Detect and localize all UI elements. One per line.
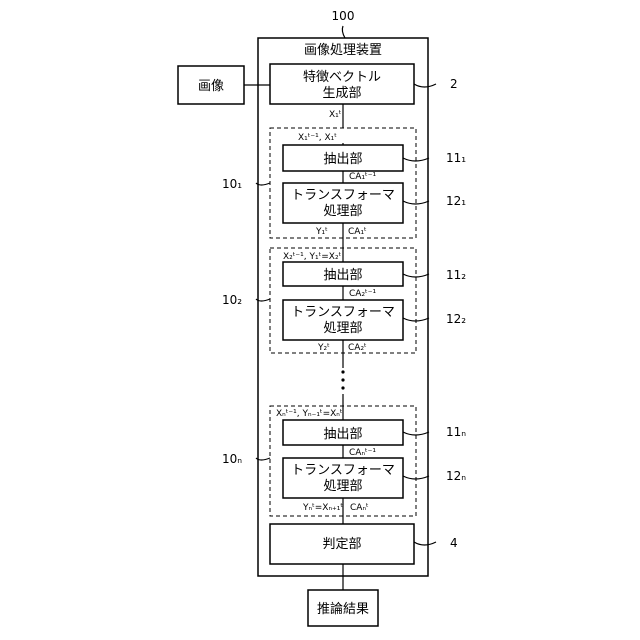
- blockn-ref-extract: 11ₙ: [446, 425, 466, 439]
- ref-apparatus-leader: [342, 26, 345, 38]
- block1-out-ca: CA₁ᵗ: [348, 227, 367, 237]
- blockn-ref-tf: 12ₙ: [446, 469, 466, 483]
- blockn-out-ca: CAₙᵗ: [350, 503, 369, 513]
- ellipsis-dot: [341, 378, 344, 381]
- block2-extract-label: 抽出部: [323, 268, 362, 283]
- block1-ref: 10₁: [222, 177, 242, 191]
- block1-ref-tf: 12₁: [446, 194, 466, 208]
- block2-transformer-line1: トランスフォーマ: [291, 305, 395, 320]
- blockn-extract-label: 抽出部: [323, 427, 362, 442]
- ref-judge: 4: [450, 536, 458, 550]
- feature-generator-line2: 生成部: [322, 86, 361, 101]
- blockn-ref: 10ₙ: [222, 452, 242, 466]
- block1-inputs: X₁ᵗ⁻¹, X₁ᵗ: [298, 133, 337, 143]
- ellipsis-dot: [341, 386, 344, 389]
- block1-transformer-line1: トランスフォーマ: [291, 188, 395, 203]
- feature-generator-line1: 特徴ベクトル: [303, 70, 381, 85]
- block1-transformer-line2: 処理部: [323, 204, 362, 219]
- block2-ref-extract: 11₂: [446, 268, 466, 282]
- block2-out-ca: CA₂ᵗ: [348, 343, 367, 353]
- output-label: 推論結果: [317, 601, 369, 617]
- blockn-ca-mid: CAₙᵗ⁻¹: [349, 448, 376, 458]
- block1-ca-mid: CA₁ᵗ⁻¹: [349, 172, 376, 182]
- ref-apparatus: 100: [332, 9, 355, 23]
- blockn-out-y: Yₙᵗ=Xₙ₊₁ᵗ: [302, 503, 343, 513]
- block2-ca-mid: CA₂ᵗ⁻¹: [349, 289, 376, 299]
- ellipsis-dot: [341, 370, 344, 373]
- blockn-transformer-line2: 処理部: [323, 479, 362, 494]
- block2-ref: 10₂: [222, 293, 242, 307]
- apparatus-label: 画像処理装置: [304, 43, 382, 58]
- blockn-transformer-line1: トランスフォーマ: [291, 463, 395, 478]
- block2-out-y: Y₂ᵗ: [317, 343, 330, 353]
- ref-feature-gen: 2: [450, 77, 458, 91]
- block1-out-y: Y₁ᵗ: [315, 227, 328, 237]
- block2-ref-tf: 12₂: [446, 312, 466, 326]
- judge-label: 判定部: [322, 537, 361, 552]
- block2-inputs: X₂ᵗ⁻¹, Y₁ᵗ=X₂ᵗ: [283, 252, 342, 262]
- input-image-label: 画像: [198, 79, 224, 94]
- blockn-inputs: Xₙᵗ⁻¹, Yₙ₋₁ᵗ=Xₙᵗ: [276, 409, 343, 419]
- label-x1t: X₁ᵗ: [329, 110, 342, 120]
- block1-ref-extract: 11₁: [446, 151, 466, 165]
- block1-extract-label: 抽出部: [323, 152, 362, 167]
- block2-transformer-line2: 処理部: [323, 321, 362, 336]
